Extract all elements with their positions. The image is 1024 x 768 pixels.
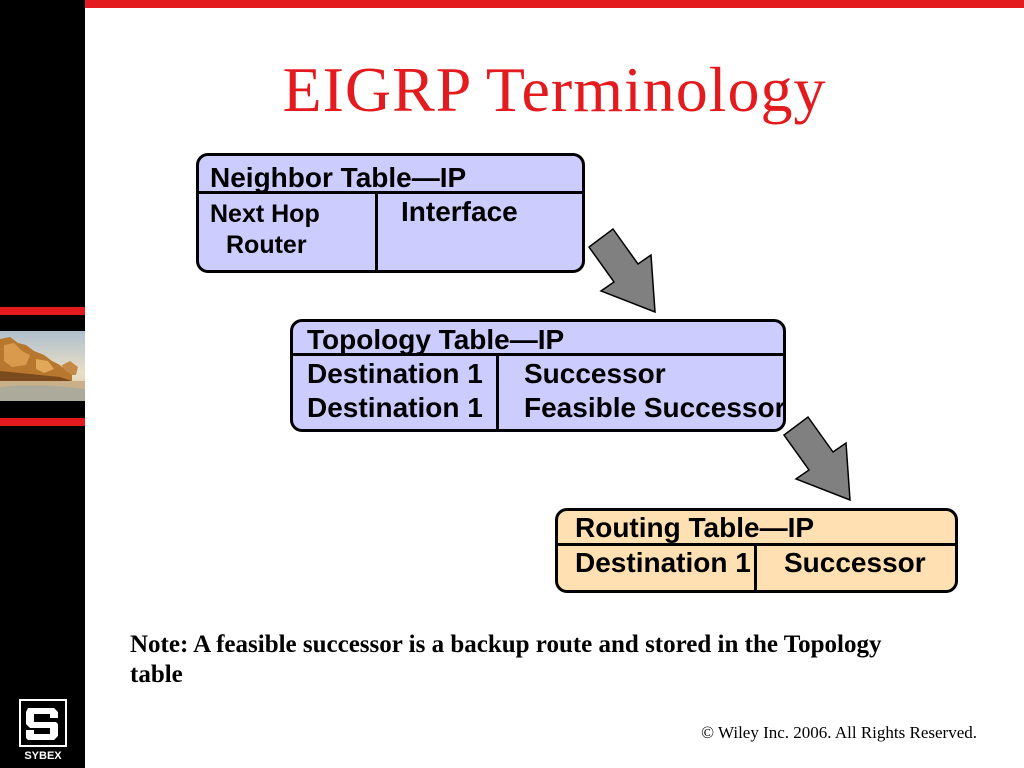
top-accent-bar (85, 0, 1024, 8)
topology-table-header: Topology Table—IP (307, 324, 565, 355)
topology-table: Topology Table—IP Destination 1 Successo… (290, 319, 786, 432)
topology-table-header-divider (293, 353, 783, 356)
interface-label: Interface (401, 196, 518, 227)
neighbor-table-column-divider (375, 191, 378, 270)
topology-row-route: Successor (524, 358, 666, 389)
routing-table-header: Routing Table—IP (575, 512, 815, 543)
routing-row-destination: Destination 1 (575, 547, 751, 578)
routing-table: Routing Table—IP Destination 1 Successor (555, 508, 958, 593)
neighbor-table: Neighbor Table—IP Next Hop Router Interf… (196, 153, 585, 273)
neighbor-table-header-divider (199, 191, 582, 194)
sidebar-red-strip-bottom (0, 418, 85, 426)
topology-to-routing-arrow-icon (782, 415, 851, 502)
sidebar-red-strip-top (0, 307, 85, 315)
topology-row-route: Feasible Successor (524, 392, 786, 423)
slide-title: EIGRP Terminology (282, 54, 827, 125)
sybex-logo-icon: SYBEX (19, 699, 67, 762)
topology-row-destination: Destination 1 (307, 392, 483, 423)
left-sidebar: SYBEX (0, 0, 85, 768)
routing-row-route: Successor (784, 547, 926, 578)
next-hop-label: Next Hop (210, 200, 320, 228)
next-hop-label-line2: Router (226, 231, 307, 259)
neighbor-table-header: Neighbor Table—IP (210, 162, 467, 193)
topology-table-column-divider (496, 353, 499, 429)
logo-text: SYBEX (24, 750, 62, 762)
routing-table-column-divider (754, 543, 757, 590)
topology-row-destination: Destination 1 (307, 358, 483, 389)
neighbor-to-topology-arrow-icon (587, 227, 656, 314)
beach-photo (0, 331, 85, 401)
copyright-text: © Wiley Inc. 2006. All Rights Reserved. (701, 723, 977, 742)
footnote: Note: A feasible successor is a backup r… (130, 631, 882, 688)
